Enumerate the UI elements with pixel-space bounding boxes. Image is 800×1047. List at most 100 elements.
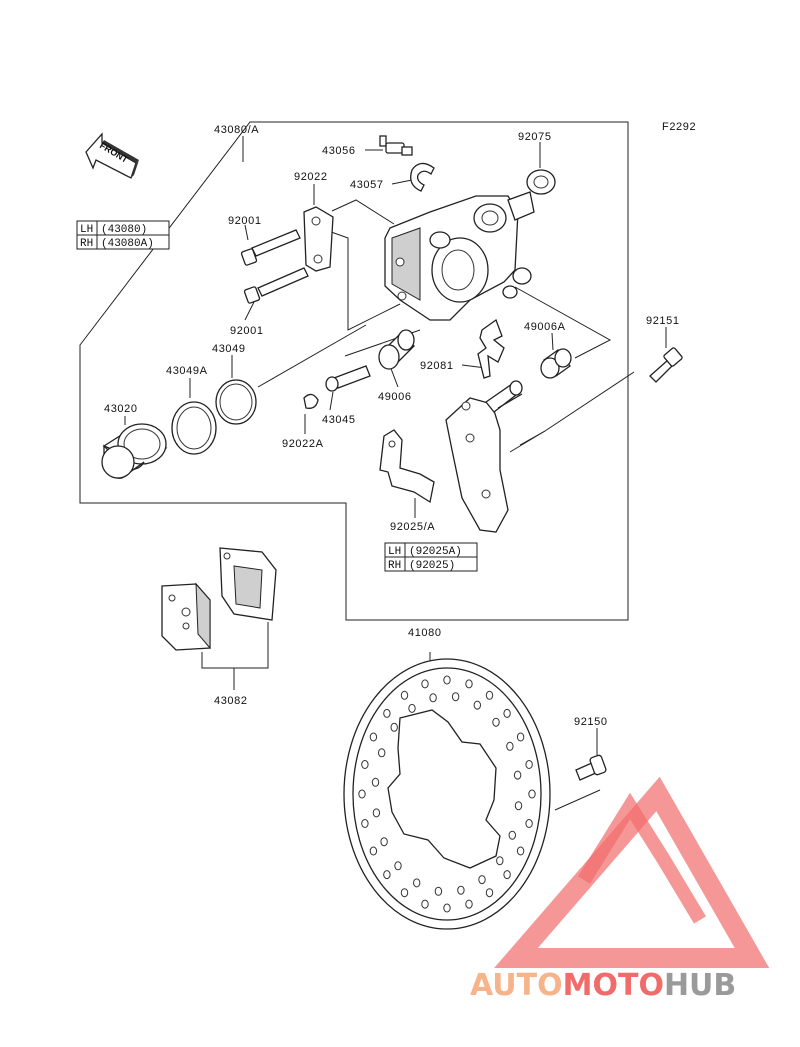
disc-hole — [516, 732, 525, 742]
disc-hole — [485, 690, 494, 700]
disc-hole — [400, 888, 409, 898]
disc-hole — [421, 679, 429, 689]
disc-hole — [478, 875, 486, 885]
assembly-outline — [79, 121, 629, 621]
bolt-92150 — [575, 754, 607, 781]
label-43082: 43082 — [214, 695, 248, 707]
disc-hole — [369, 732, 378, 742]
label-43080: 43080/A — [214, 124, 259, 136]
disc-hole — [434, 886, 443, 896]
label-43045: 43045 — [322, 414, 356, 426]
sleeve-49006 — [378, 329, 415, 370]
caliper-bracket — [445, 380, 523, 533]
label-92022a: 92022A — [282, 438, 324, 450]
disc-hole — [408, 703, 416, 713]
disc-hole — [513, 770, 522, 780]
disc-hole — [508, 830, 516, 840]
watermark-logo-icon — [494, 776, 770, 968]
leader-lines — [124, 136, 667, 811]
disc-hole — [457, 885, 465, 895]
caliper-body-43080 — [384, 191, 535, 321]
table-92025-lh-value: (92025A) — [409, 546, 462, 558]
disc-hole — [421, 899, 429, 909]
label-92150: 92150 — [574, 716, 608, 728]
label-92025: 92025/A — [390, 521, 435, 533]
disc-hole — [465, 679, 473, 689]
disc-hole — [451, 692, 460, 702]
disc-hole — [443, 903, 451, 913]
table-43080-lh: LH — [80, 224, 93, 236]
disc-hole — [516, 846, 525, 856]
disc-hole — [525, 819, 533, 828]
boot-92075 — [526, 169, 556, 195]
label-92081: 92081 — [420, 360, 454, 372]
disc-hole — [394, 861, 402, 871]
pin-43045 — [325, 365, 371, 392]
watermark-moto: MOTO — [563, 968, 664, 1003]
watermark-auto: AUTO — [470, 968, 563, 1003]
bracket-92025 — [379, 429, 435, 504]
label-43056: 43056 — [322, 145, 356, 157]
label-92151: 92151 — [646, 315, 680, 327]
disc-hole — [514, 801, 523, 811]
disc-hole — [525, 760, 533, 769]
table-92025-rh: RH — [388, 560, 401, 572]
disc-hole — [380, 837, 388, 847]
disc-hole — [361, 819, 369, 828]
disc-hole — [443, 675, 451, 685]
label-41080: 41080 — [408, 627, 442, 639]
brake-pads-43082 — [161, 547, 277, 651]
disc-hole — [371, 777, 380, 787]
table-43080-rh: RH — [80, 238, 93, 250]
disc-hole — [383, 708, 391, 718]
label-43057: 43057 — [350, 179, 384, 191]
piston-43020 — [101, 423, 168, 479]
brake-disc-41080 — [343, 658, 551, 930]
label-43049: 43049 — [212, 343, 246, 355]
table-92025-lh: LH — [388, 546, 401, 558]
disc-hole — [492, 717, 500, 727]
disc-hole — [383, 870, 391, 880]
watermark-hub: HUB — [664, 968, 736, 1003]
label-92001-upper: 92001 — [228, 215, 262, 227]
spring-92081 — [477, 318, 505, 379]
disc-hole — [390, 722, 398, 732]
disc-hole — [473, 700, 481, 710]
label-92022: 92022 — [294, 171, 328, 183]
disc-hole — [528, 789, 536, 799]
part-labels: 43080/A 43056 43057 92075 92022 92001 92… — [104, 124, 680, 728]
disc-hole — [413, 878, 421, 888]
disc-hole — [400, 690, 409, 700]
disc-hole — [496, 856, 504, 866]
sleeve-49006a — [540, 348, 572, 379]
disc-hole — [361, 760, 369, 769]
bolt-92151 — [649, 347, 683, 383]
disc-hole — [465, 899, 473, 909]
seal-43049a — [171, 401, 217, 455]
disc-hole — [358, 789, 366, 799]
table-43080-lh-value: (43080) — [101, 224, 147, 236]
disc-hole — [485, 888, 494, 898]
bleeder-valve-43056 — [379, 135, 413, 156]
label-92001-lower: 92001 — [230, 325, 264, 337]
disc-hole — [429, 693, 437, 703]
seal-43049 — [215, 379, 257, 425]
disc-hole — [503, 870, 511, 880]
front-arrow-icon: FRONT — [85, 132, 139, 179]
clip-92022a — [303, 393, 319, 409]
disc-hole — [372, 808, 381, 818]
disc-hole — [369, 846, 378, 856]
disc-hole — [378, 748, 386, 758]
label-49006a: 49006A — [524, 321, 566, 333]
figure-code: F2292 — [662, 121, 696, 133]
plate-92022 — [303, 206, 334, 272]
disc-hole — [503, 708, 511, 718]
label-92075: 92075 — [518, 131, 552, 143]
label-43020: 43020 — [104, 403, 138, 415]
automotohub-watermark: AUTOMOTOHUB — [470, 776, 770, 1003]
label-49006: 49006 — [378, 391, 412, 403]
label-43049a: 43049A — [166, 365, 208, 377]
watermark-text: AUTOMOTOHUB — [470, 968, 736, 1003]
table-92025-rh-value: (92025) — [409, 560, 455, 572]
